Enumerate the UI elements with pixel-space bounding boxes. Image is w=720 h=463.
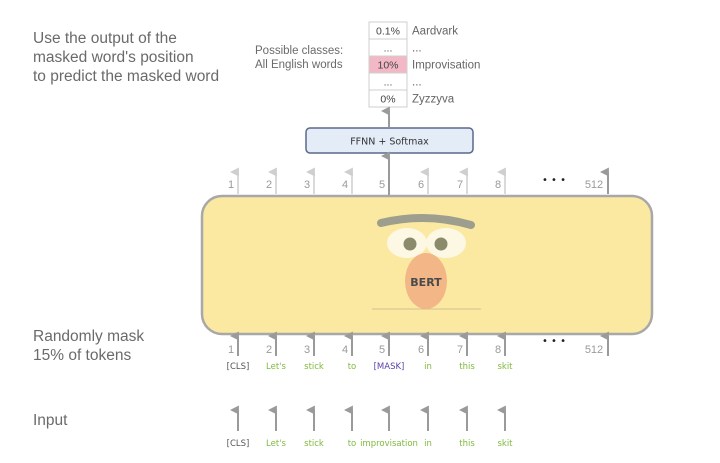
input-token: stick bbox=[304, 439, 324, 449]
annotation-top: Use the output of the masked word's posi… bbox=[33, 29, 219, 86]
annotation-top-line-3: to predict the masked word bbox=[33, 68, 220, 85]
masked-token: to bbox=[348, 362, 357, 372]
output-position-number: 7 bbox=[457, 179, 463, 191]
input-token: to bbox=[348, 439, 357, 449]
input-ellipsis: • • • bbox=[542, 336, 566, 347]
input-token: skit bbox=[497, 439, 513, 449]
annotation-mask: Randomly mask 15% of tokens bbox=[33, 327, 144, 365]
output-class-probability: 10% bbox=[377, 60, 398, 72]
masked-token-row: [CLS] Let's stick to [MASK] in this skit bbox=[227, 362, 514, 372]
output-class-probability: 0.1% bbox=[376, 26, 400, 38]
masked-token: [MASK] bbox=[374, 362, 405, 372]
bert-eye-right bbox=[434, 237, 448, 251]
input-position-number: 3 bbox=[304, 344, 310, 356]
input-token: in bbox=[424, 439, 432, 449]
masked-token: in bbox=[424, 362, 432, 372]
input-token: [CLS] bbox=[227, 439, 250, 449]
output-class-table: 0.1% Aardvark...... 10% Improvisation......… bbox=[368, 21, 480, 108]
annotation-top-line-2: masked word's position bbox=[33, 49, 194, 66]
input-position-number: 2 bbox=[266, 344, 272, 356]
input-position-arrows bbox=[229, 331, 609, 356]
output-position-arrows bbox=[229, 167, 609, 194]
input-position-number: 7 bbox=[457, 344, 463, 356]
output-class-word: Zyzzyva bbox=[412, 94, 455, 106]
annotation-mask-line-2: 15% of tokens bbox=[33, 347, 132, 364]
output-position-number: 6 bbox=[418, 179, 424, 191]
output-class-word: ... bbox=[412, 77, 422, 89]
bert-eye-left bbox=[403, 237, 417, 251]
output-position-number: 5 bbox=[379, 179, 385, 191]
input-position-number: 4 bbox=[342, 344, 348, 356]
output-position-number: 4 bbox=[342, 179, 348, 191]
output-class-probability: 0% bbox=[380, 94, 395, 106]
output-position-number-last: 512 bbox=[585, 179, 603, 191]
annotation-top-line-1: Use the output of the bbox=[33, 30, 177, 47]
masked-token: Let's bbox=[266, 362, 286, 372]
annotation-mask-line-1: Randomly mask bbox=[33, 328, 145, 345]
bert-face: BERT bbox=[372, 214, 481, 310]
input-position-numbers: 1 2 3 4 5 6 7 8 512 bbox=[228, 344, 603, 356]
output-class-word: Aardvark bbox=[412, 26, 458, 38]
bert-label: BERT bbox=[410, 276, 442, 289]
bert-nose bbox=[405, 253, 447, 309]
masked-token: [CLS] bbox=[227, 362, 250, 372]
input-token-arrows bbox=[229, 405, 506, 431]
output-class-probability: ... bbox=[384, 43, 393, 55]
output-class-word: ... bbox=[412, 43, 422, 55]
classes-label: Possible classes: All English words bbox=[255, 44, 343, 72]
input-position-number: 1 bbox=[228, 344, 234, 356]
masked-token: stick bbox=[304, 362, 324, 372]
output-position-number: 2 bbox=[266, 179, 272, 191]
input-token: improvisation bbox=[360, 439, 418, 449]
bert-eyebrow bbox=[377, 214, 475, 229]
annotation-input: Input bbox=[33, 412, 68, 429]
output-position-number: 3 bbox=[304, 179, 310, 191]
classes-label-line-2: All English words bbox=[255, 59, 343, 71]
classes-label-line-1: Possible classes: bbox=[255, 45, 344, 57]
masked-token: this bbox=[459, 362, 475, 372]
output-class-word: Improvisation bbox=[412, 60, 480, 72]
input-position-number: 6 bbox=[418, 344, 424, 356]
output-ellipsis: • • • bbox=[542, 175, 566, 186]
input-token: this bbox=[459, 439, 475, 449]
output-position-number: 8 bbox=[495, 179, 501, 191]
input-position-number-last: 512 bbox=[585, 344, 603, 356]
input-position-number: 5 bbox=[379, 344, 385, 356]
output-position-number: 1 bbox=[228, 179, 234, 191]
input-position-number: 8 bbox=[495, 344, 501, 356]
output-position-numbers: 1 2 3 4 5 6 7 8 512 bbox=[228, 179, 603, 191]
masked-token: skit bbox=[497, 362, 513, 372]
input-token: Let's bbox=[266, 439, 286, 449]
output-class-probability: ... bbox=[384, 77, 393, 89]
ffnn-softmax-label: FFNN + Softmax bbox=[350, 137, 429, 148]
